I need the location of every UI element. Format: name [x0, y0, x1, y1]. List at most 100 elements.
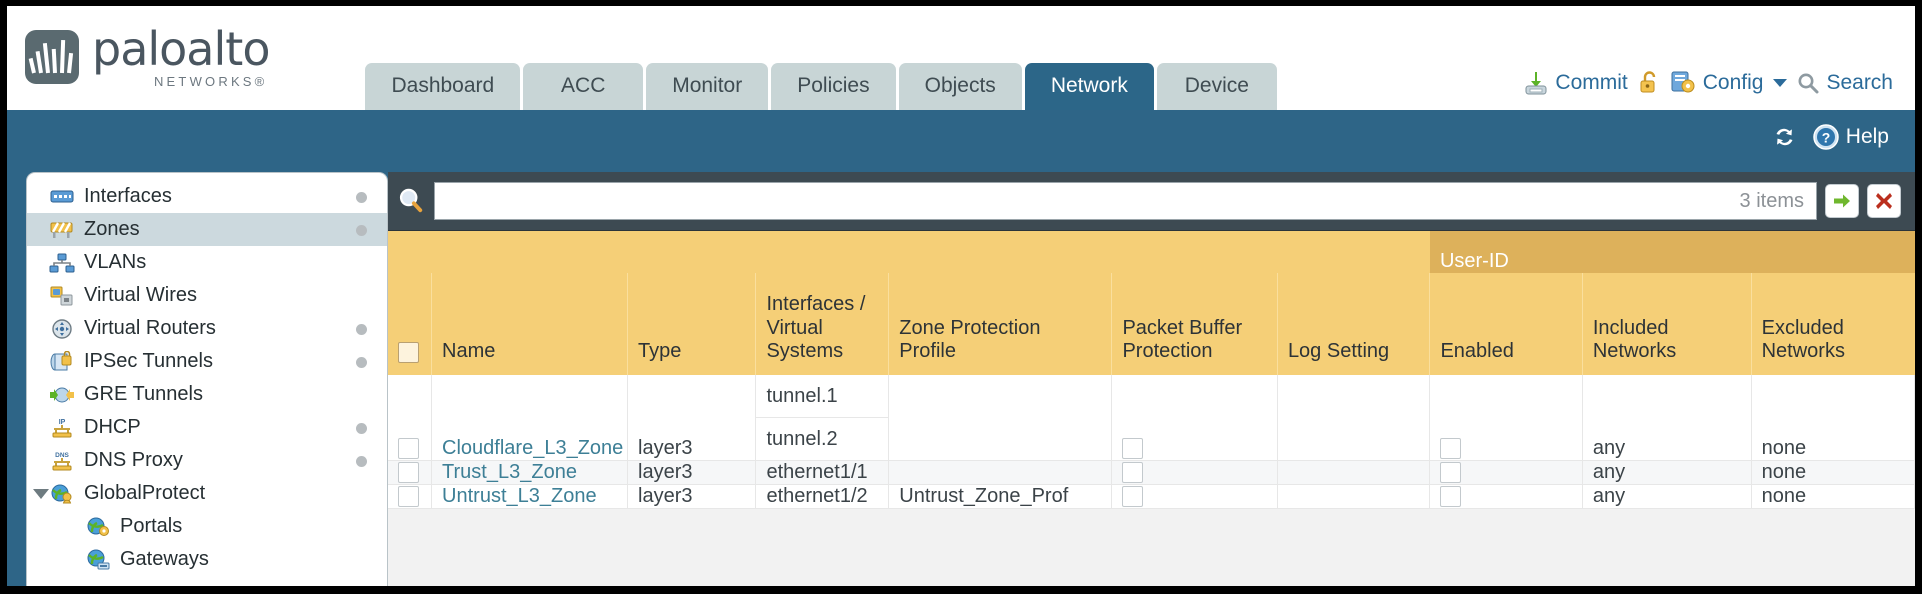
col-excluded-networks[interactable]: Excluded Networks [1751, 273, 1915, 375]
cell-userid-enabled [1429, 375, 1583, 461]
help-label: Help [1845, 125, 1889, 148]
row-checkbox[interactable] [398, 462, 419, 484]
col-zone-protection-profile[interactable]: Zone Protection Profile [888, 273, 1113, 375]
config-key-icon [1671, 71, 1695, 93]
sidebar-item-virtual-wires[interactable]: Virtual Wires [27, 279, 387, 312]
select-all-header [388, 273, 433, 375]
sidebar-label-dns-proxy: DNS Proxy [84, 449, 183, 471]
table-group-header-row: User-ID [388, 231, 1915, 273]
select-all-checkbox[interactable] [398, 341, 419, 363]
tab-device[interactable]: Device [1156, 63, 1277, 110]
zone-name-link[interactable]: Untrust_L3_Zone [442, 485, 597, 507]
cell-zone-protection-profile [888, 460, 1113, 485]
cell-userid-enabled [1429, 460, 1583, 485]
row-checkbox[interactable] [398, 438, 419, 460]
sidebar-item-globalprotect[interactable]: GlobalProtect [27, 477, 387, 510]
table-row[interactable]: Untrust_L3_Zone layer3 ethernet1/2 Untru… [388, 484, 1915, 509]
help-button[interactable]: ? Help [1812, 123, 1889, 151]
padlock-icon[interactable] [1637, 70, 1661, 96]
sidebar-item-portals[interactable]: Portals [27, 510, 387, 543]
config-label: Config [1702, 71, 1764, 94]
interfaces-icon [49, 186, 75, 208]
sidebar-item-zones[interactable]: Zones [27, 213, 387, 246]
tab-dashboard[interactable]: Dashboard [365, 63, 521, 110]
cell-excluded-networks: none [1751, 484, 1915, 509]
cell-log-setting [1277, 375, 1431, 461]
cell-userid-enabled [1429, 484, 1583, 509]
interface-entry: tunnel.2 [766, 428, 838, 450]
table-row[interactable]: Trust_L3_Zone layer3 ethernet1/1 any non… [388, 460, 1915, 485]
status-dot [356, 323, 367, 335]
brand-name: paloalto [92, 22, 270, 76]
cell-type: layer3 [627, 484, 757, 509]
cell-packet-buffer-protection [1111, 375, 1278, 461]
search-magnifier-icon [1798, 73, 1819, 94]
sidebar-item-dhcp[interactable]: IP DHCP [27, 411, 387, 444]
sidebar-item-virtual-routers[interactable]: Virtual Routers [27, 312, 387, 345]
interface-entry: tunnel.1 [756, 375, 889, 418]
sidebar-item-vlans[interactable]: VLANs [27, 246, 387, 279]
sidebar-item-gateways[interactable]: Gateways [27, 543, 387, 576]
commit-button[interactable]: Commit [1523, 70, 1628, 96]
row-checkbox[interactable] [398, 486, 419, 508]
network-sidebar: Interfaces Zones [26, 172, 388, 586]
userid-enabled-checkbox[interactable] [1440, 486, 1462, 508]
col-log-setting[interactable]: Log Setting [1277, 273, 1431, 375]
sidebar-item-dns-proxy[interactable]: DNS DNS Proxy [27, 444, 387, 477]
packet-buffer-protection-checkbox[interactable] [1122, 438, 1144, 460]
col-name[interactable]: Name [431, 273, 629, 375]
config-menu[interactable]: Config [1670, 70, 1788, 96]
cell-name: Untrust_L3_Zone [431, 484, 629, 509]
expander-triangle-icon[interactable] [33, 488, 49, 499]
sub-header-band: ? Help [7, 110, 1915, 172]
search-button[interactable]: Search [1796, 71, 1893, 95]
table-row[interactable]: Cloudflare_L3_Zone layer3 tunnel.1 tunne… [388, 375, 1915, 461]
tab-policies[interactable]: Policies [771, 63, 896, 110]
dns-proxy-icon: DNS [49, 450, 75, 472]
tab-monitor[interactable]: Monitor [646, 63, 769, 110]
cell-type: layer3 [627, 460, 757, 485]
cell-included-networks: any [1582, 484, 1752, 509]
userid-enabled-checkbox[interactable] [1440, 438, 1462, 460]
sidebar-item-interfaces[interactable]: Interfaces [27, 180, 387, 213]
userid-enabled-checkbox[interactable] [1440, 462, 1462, 484]
group-header-spacer [388, 231, 1430, 273]
cell-interfaces: ethernet1/1 [755, 460, 890, 485]
vlans-icon [49, 252, 75, 274]
search-magnifier-icon[interactable] [396, 186, 426, 216]
sidebar-label-virtual-routers: Virtual Routers [84, 317, 216, 339]
sidebar-item-ipsec-tunnels[interactable]: IPSec Tunnels [27, 345, 387, 378]
search-label: Search [1826, 71, 1893, 94]
table-empty-area [388, 508, 1915, 569]
packet-buffer-protection-checkbox[interactable] [1122, 486, 1144, 508]
status-dot [356, 455, 367, 467]
main-content-panel: 3 items [388, 172, 1915, 586]
refresh-icon[interactable] [1771, 124, 1798, 150]
status-dot [356, 422, 367, 434]
cell-excluded-networks: none [1751, 375, 1915, 461]
brand-logo: paloalto NETWORKS® [25, 22, 270, 88]
packet-buffer-protection-checkbox[interactable] [1122, 462, 1144, 484]
search-input[interactable]: 3 items [434, 182, 1817, 220]
clear-filter-button[interactable] [1867, 184, 1901, 218]
tab-acc[interactable]: ACC [523, 63, 644, 110]
col-type[interactable]: Type [627, 273, 757, 375]
col-enabled[interactable]: Enabled [1429, 273, 1583, 375]
status-dot [356, 356, 367, 368]
sidebar-label-dhcp: DHCP [84, 416, 141, 438]
gre-tunnels-icon [49, 384, 75, 406]
main-nav-tabs: Dashboard ACC Monitor Policies Objects N… [365, 63, 1279, 110]
tab-objects[interactable]: Objects [898, 63, 1022, 110]
zone-name-link[interactable]: Trust_L3_Zone [442, 461, 577, 483]
sidebar-item-gre-tunnels[interactable]: GRE Tunnels [27, 378, 387, 411]
col-packet-buffer-protection[interactable]: Packet Buffer Protection [1111, 273, 1278, 375]
svg-text:?: ? [1822, 130, 1831, 146]
cell-interfaces: tunnel.1 tunnel.2 [755, 375, 890, 461]
cell-name: Cloudflare_L3_Zone [431, 375, 629, 461]
apply-filter-button[interactable] [1825, 184, 1859, 218]
zone-name-link[interactable]: Cloudflare_L3_Zone [442, 437, 624, 459]
tab-network[interactable]: Network [1024, 63, 1154, 110]
col-included-networks[interactable]: Included Networks [1582, 273, 1752, 375]
col-interfaces-virtual-systems[interactable]: Interfaces / Virtual Systems [755, 273, 890, 375]
